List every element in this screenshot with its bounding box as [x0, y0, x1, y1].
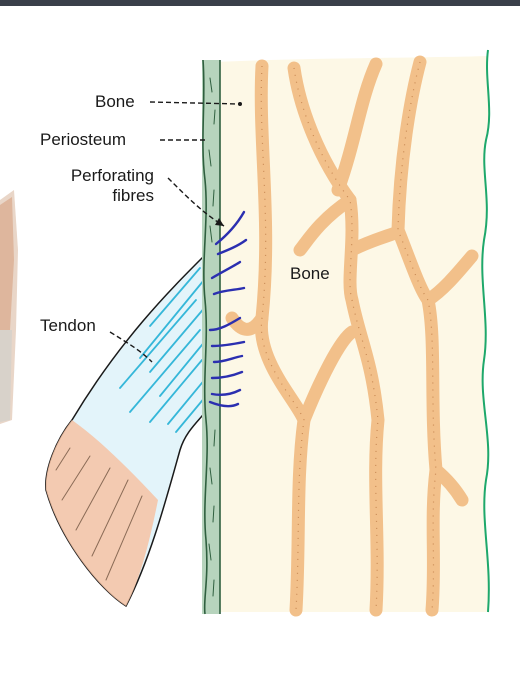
periosteum-label: Periosteum	[40, 130, 126, 149]
periosteum-outer-edge	[202, 59, 208, 615]
tendon-end-fibres	[55, 447, 143, 581]
cropped-photo-fragment	[0, 190, 18, 424]
top-bar	[0, 0, 520, 6]
perforating-fibres-label: Perforating fibres	[56, 166, 154, 206]
tendon-label: Tendon	[40, 316, 96, 335]
perforating-fibres-label-line1: Perforating	[70, 166, 154, 185]
leader-tendon	[109, 331, 153, 363]
periosteum-texture	[208, 77, 216, 597]
leader-bone	[149, 101, 241, 105]
bone-outer-edge	[481, 49, 491, 613]
leader-bone-dot	[238, 102, 242, 106]
tendon-end	[45, 420, 158, 606]
bone-region-label: Bone	[290, 264, 330, 283]
tendon-fibres	[119, 267, 207, 433]
canal-dots	[260, 61, 437, 611]
tendon	[45, 254, 213, 608]
bone-pointer-label: Bone	[95, 92, 135, 111]
perforating-fibres-label-line2: fibres	[112, 186, 154, 205]
leader-perforating-arrowhead	[215, 218, 224, 226]
perforating-fibres	[208, 210, 248, 408]
